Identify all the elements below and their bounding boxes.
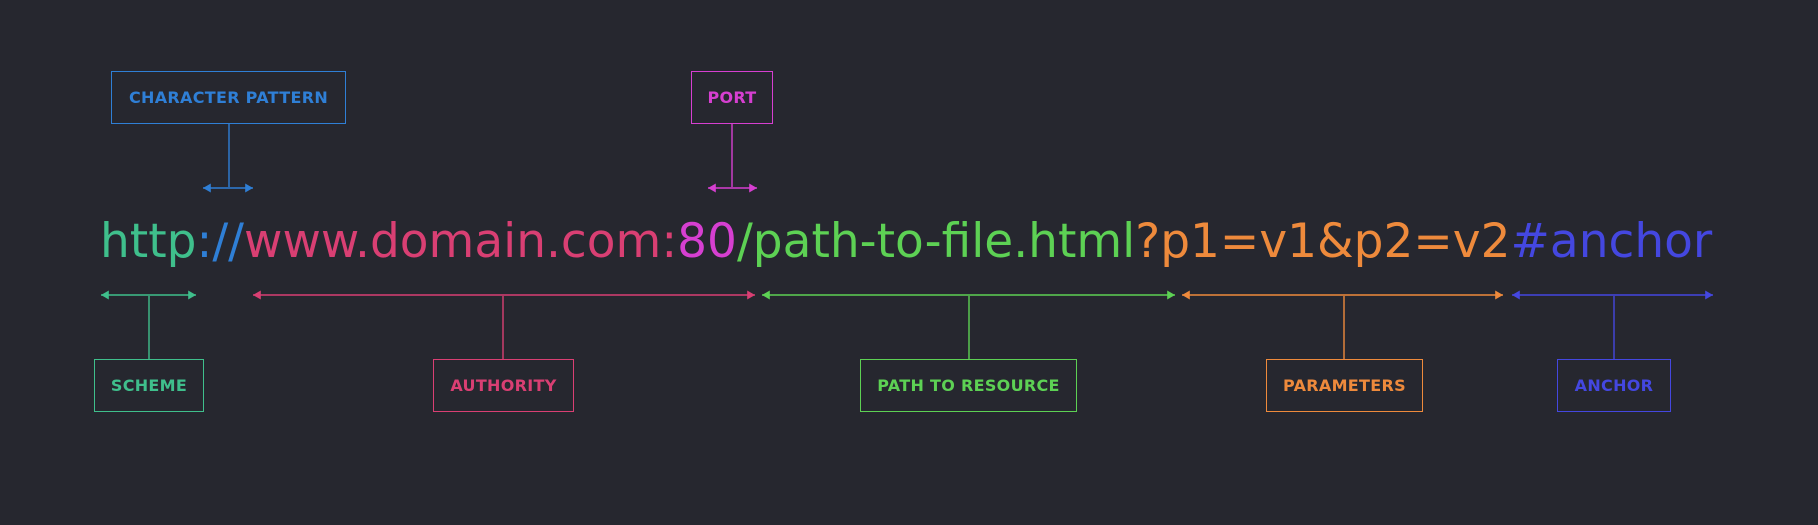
scheme-label: SCHEME — [94, 359, 204, 412]
parameters-arrow-right-head — [1495, 290, 1503, 300]
character-pattern-arrow-left-head — [203, 183, 211, 193]
port-arrow-right-head — [749, 183, 757, 193]
path-to-resource-arrow-right-head — [1167, 290, 1175, 300]
url-anchor-segment: #anchor — [1511, 214, 1713, 269]
anchor-arrow-left-head — [1512, 290, 1520, 300]
port-arrow-left-head — [708, 183, 716, 193]
authority-arrow-left-head — [253, 290, 261, 300]
url-port-segment: 80 — [677, 214, 737, 269]
anchor-label: ANCHOR — [1557, 359, 1671, 412]
url-authority-segment: www.domain.com: — [244, 214, 677, 269]
url-scheme-segment: http — [100, 214, 196, 269]
url-path-segment: /path-to-file.html — [737, 214, 1135, 269]
parameters-arrow-left-head — [1182, 290, 1190, 300]
scheme-arrow-left-head — [101, 290, 109, 300]
parameters-label: PARAMETERS — [1266, 359, 1423, 412]
path-to-resource-arrow-left-head — [762, 290, 770, 300]
port-label: PORT — [691, 71, 773, 124]
character-pattern-arrow-right-head — [245, 183, 253, 193]
path-to-resource-label: PATH TO RESOURCE — [860, 359, 1077, 412]
authority-label: AUTHORITY — [433, 359, 574, 412]
url-separator-segment: :// — [196, 214, 244, 269]
scheme-arrow-right-head — [188, 290, 196, 300]
character-pattern-label: CHARACTER PATTERN — [111, 71, 346, 124]
url-string: http://www.domain.com:80/path-to-file.ht… — [100, 214, 1713, 269]
anchor-arrow-right-head — [1705, 290, 1713, 300]
authority-arrow-right-head — [747, 290, 755, 300]
connector-lines — [101, 124, 1713, 359]
url-parameters-segment: ?p1=v1&p2=v2 — [1135, 214, 1510, 269]
